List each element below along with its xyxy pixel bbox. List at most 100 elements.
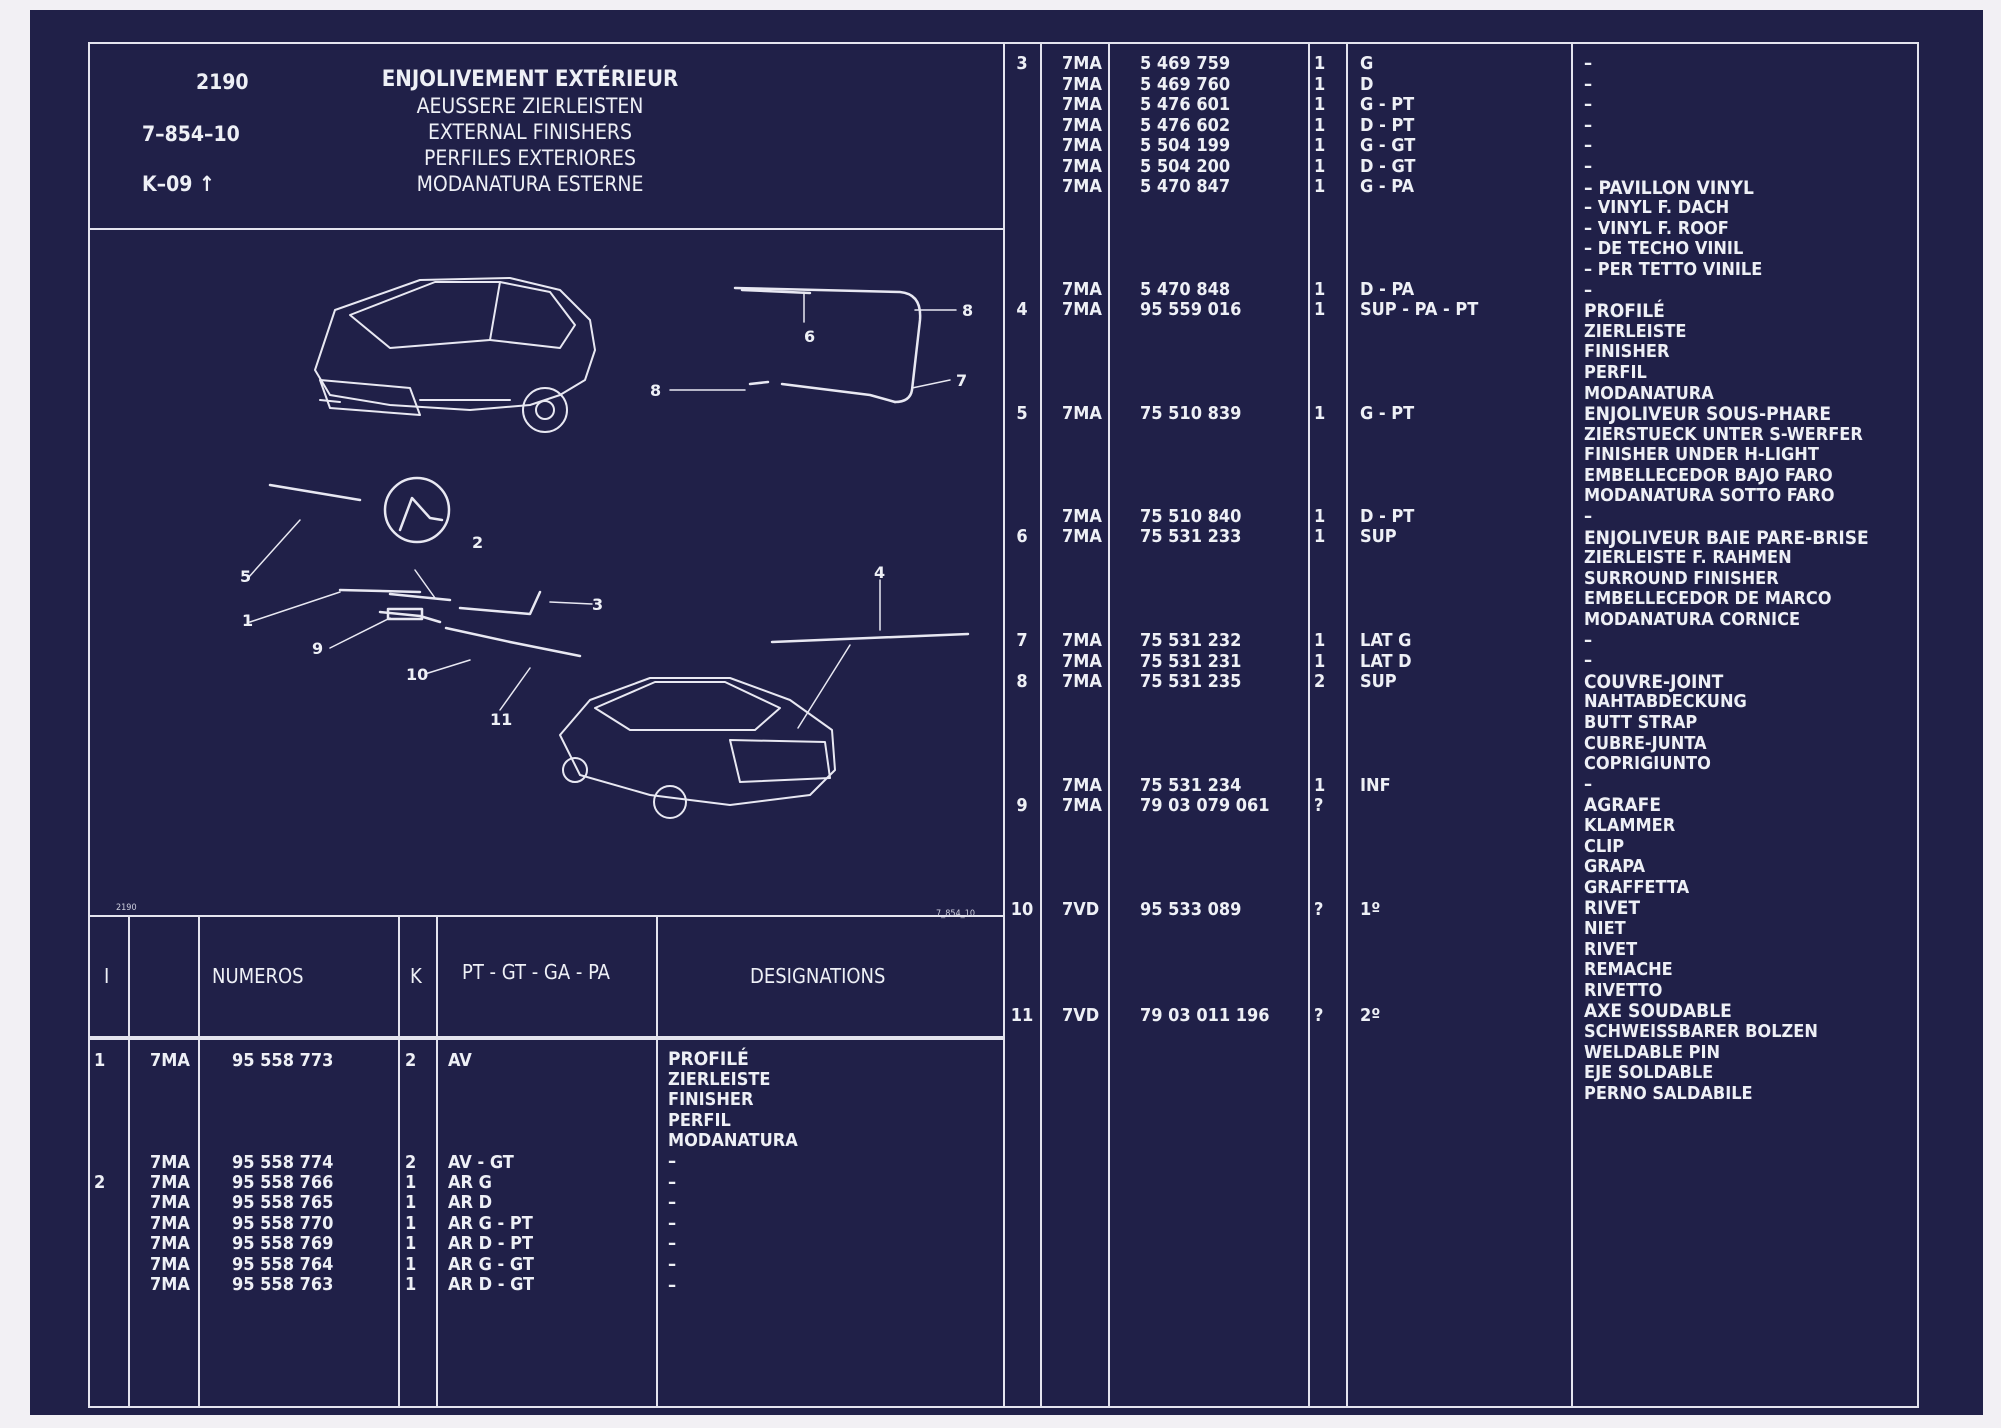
roof-strip-part [770, 632, 970, 644]
row-part-number: 75 510 840 [1140, 506, 1242, 527]
row-index: 8 [1016, 671, 1028, 692]
row-code: 7MA [1062, 74, 1102, 95]
row-code: 7MA [1062, 526, 1102, 547]
row-part-number: 5 470 848 [1140, 279, 1231, 300]
designation-line: BUTT STRAP [1584, 712, 1698, 733]
row-part-number: 75 531 234 [1140, 775, 1242, 796]
designation-line: – [1584, 506, 1593, 528]
row-quantity: 1 [405, 1192, 417, 1213]
callout-8a: 8 [962, 301, 973, 320]
designation-line: FINISHER [668, 1089, 754, 1111]
row-code: 7MA [1062, 115, 1102, 136]
designation-line: COPRIGIUNTO [1584, 753, 1711, 775]
row-code: 7MA [1062, 176, 1102, 197]
designation-line: CLIP [1584, 835, 1625, 857]
row-version: LAT G [1360, 630, 1412, 651]
rule [88, 1038, 1003, 1040]
row-quantity: 1 [1314, 176, 1326, 197]
row-part-number: 5 504 200 [1140, 156, 1231, 177]
row-part-number: 75 510 839 [1140, 403, 1242, 424]
row-part-number: 95 558 774 [232, 1152, 334, 1173]
row-part-number: 95 558 763 [232, 1274, 334, 1295]
row-code: 7MA [1062, 53, 1102, 74]
callout-2: 2 [472, 533, 483, 552]
row-quantity: ? [1314, 795, 1324, 816]
row-code: 7MA [1062, 299, 1102, 320]
designation-line: – [668, 1233, 677, 1255]
row-code: 7MA [150, 1152, 190, 1173]
title-line: ENJOLIVEMENT EXTÉRIEUR [381, 67, 679, 92]
row-code: 7MA [1062, 135, 1102, 156]
designation-line: WELDABLE PIN [1584, 1041, 1721, 1063]
designation-line: AXE SOUDABLE [1584, 1000, 1732, 1023]
designation-line: SURROUND FINISHER [1584, 567, 1779, 589]
row-part-number: 95 558 770 [232, 1213, 334, 1234]
row-code: 7MA [1062, 671, 1102, 692]
designation-line: MODANATURA [1584, 382, 1714, 404]
row-part-number: 5 504 199 [1140, 135, 1231, 156]
designation-line: – PAVILLON VINYL [1584, 176, 1754, 199]
row-index: 2 [94, 1172, 106, 1193]
window-frame-parts [733, 286, 922, 404]
col-versions-header: PT - GT - GA - PA [462, 960, 610, 984]
row-version: AR G - PT [448, 1213, 533, 1234]
row-quantity: 1 [1314, 651, 1326, 672]
designation-line: – [1584, 773, 1593, 795]
row-index: 4 [1016, 299, 1028, 320]
row-version: SUP - PA - PT [1360, 299, 1479, 320]
rule [1308, 42, 1310, 1408]
row-version: AR G [448, 1172, 492, 1193]
row-version: AR D - PT [448, 1233, 533, 1254]
row-code: 7MA [150, 1050, 190, 1071]
rule [1003, 42, 1005, 1408]
row-index: 6 [1016, 526, 1028, 547]
designation-line: – [1584, 94, 1593, 116]
designation-line: MODANATURA SOTTO FARO [1584, 485, 1835, 507]
row-quantity: 2 [405, 1050, 417, 1071]
designation-line: PERFIL [1584, 361, 1647, 383]
designation-line: EJE SOLDABLE [1584, 1062, 1714, 1084]
row-quantity: 2 [1314, 671, 1326, 692]
row-code: 7MA [150, 1172, 190, 1193]
designation-line: REMACHE [1584, 959, 1673, 981]
rule [88, 915, 1003, 917]
row-index: 10 [1010, 899, 1034, 920]
row-quantity: 1 [1314, 94, 1326, 115]
row-part-number: 5 476 601 [1140, 94, 1231, 115]
row-index: 5 [1016, 403, 1028, 424]
designation-line: RIVETTO [1584, 979, 1663, 1001]
designation-line: – [1584, 155, 1593, 177]
designation-line: SCHWEISSBARER BOLZEN [1584, 1020, 1818, 1042]
callout-10: 10 [406, 665, 428, 684]
row-version: G - PT [1360, 403, 1415, 424]
model-code: K–09 ↑ [142, 172, 215, 196]
row-version: SUP [1360, 671, 1397, 692]
designation-line: – VINYL F. DACH [1584, 197, 1730, 219]
title-line: PERFILES EXTERIORES [424, 146, 636, 170]
row-code: 7MA [150, 1233, 190, 1254]
row-version: G - GT [1360, 135, 1416, 156]
row-quantity: 1 [1314, 775, 1326, 796]
designation-line: NIET [1584, 917, 1626, 939]
row-quantity: 2 [405, 1152, 417, 1173]
row-part-number: 75 531 232 [1140, 630, 1242, 651]
callout-7: 7 [956, 371, 967, 390]
designation-line: EMBELLECEDOR DE MARCO [1584, 588, 1832, 610]
row-quantity: 1 [1314, 135, 1326, 156]
trim-strip-parts [268, 476, 582, 658]
row-part-number: 75 531 231 [1140, 651, 1242, 672]
designation-line: – [1584, 629, 1593, 651]
designation-line: – [668, 1192, 677, 1214]
rule [88, 1036, 1003, 1038]
row-version: D - PA [1360, 279, 1415, 300]
row-code: 7MA [150, 1213, 190, 1234]
col-numbers-header: NUMEROS [212, 964, 304, 988]
row-quantity: 1 [405, 1233, 417, 1254]
row-quantity: 1 [1314, 526, 1326, 547]
row-quantity: 1 [405, 1213, 417, 1234]
row-code: 7MA [1062, 94, 1102, 115]
col-k-header: K [410, 964, 422, 988]
designation-line: – [668, 1212, 677, 1234]
row-version: 1º [1360, 899, 1381, 920]
designation-line: ENJOLIVEUR BAIE PARE-BRISE [1584, 526, 1869, 549]
